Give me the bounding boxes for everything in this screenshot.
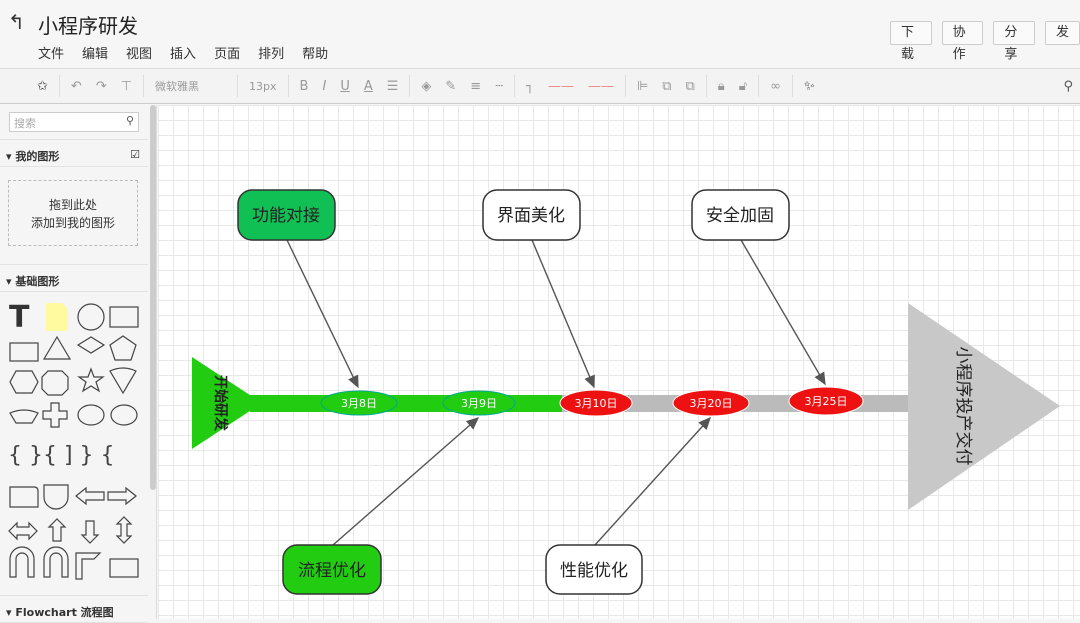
format-painter-icon[interactable]: ⊤ <box>120 78 133 94</box>
bring-front-icon[interactable]: ⧉ <box>662 78 672 94</box>
underline-button[interactable]: U <box>340 78 350 94</box>
milestone-ellipse[interactable] <box>788 386 864 416</box>
task-label: 性能优化 <box>560 561 628 581</box>
link-icon[interactable]: ∞ <box>770 78 781 94</box>
align-icon[interactable]: ☰ <box>386 78 399 94</box>
magic-wand-icon[interactable]: ✨︎ <box>803 78 815 94</box>
menu-arrange[interactable]: 排列 <box>258 47 285 62</box>
menu-page[interactable]: 页面 <box>214 47 241 62</box>
align-left-icon[interactable]: ⊫ <box>636 78 649 94</box>
start-triangle[interactable] <box>192 357 262 449</box>
task-box[interactable] <box>691 189 790 241</box>
milestone-label: 3月20日 <box>690 397 733 410</box>
zoom-search-icon[interactable]: ⚲ <box>1063 78 1073 94</box>
menu-bar: 文件 编辑 视图 插入 页面 排列 帮助 <box>38 43 328 62</box>
shape-sidebar: 搜索⚲ ▾ 我的图形☑ 拖到此处添加到我的图形 ▾ 基础图形 T { }{ ] … <box>0 105 157 623</box>
menu-edit[interactable]: 编辑 <box>82 47 109 62</box>
milestone-ellipse[interactable] <box>442 390 516 416</box>
line-style-icon[interactable]: ┄ <box>495 78 504 94</box>
svg-text:T: T <box>9 300 30 335</box>
connector-icon[interactable]: ┐ <box>526 78 534 94</box>
menu-insert[interactable]: 插入 <box>170 47 197 62</box>
task-label: 界面美化 <box>497 206 565 226</box>
end-arrow-icon[interactable]: —— <box>587 78 614 94</box>
search-icon: ⚲ <box>125 114 134 127</box>
unlock-icon[interactable]: 🔓︎ <box>738 78 748 94</box>
send-back-icon[interactable]: ⧉ <box>685 78 695 94</box>
end-label: 小程序投产交付 <box>953 347 973 466</box>
share-button[interactable]: 分享 <box>993 21 1035 62</box>
basic-shapes-palette[interactable]: T { }{ ] } { <box>6 297 146 587</box>
font-color-button[interactable]: A <box>363 78 373 94</box>
document-title[interactable]: 小程序研发 <box>38 14 138 38</box>
milestone-ellipse[interactable] <box>320 390 398 416</box>
basic-shapes-section[interactable]: ▾ 基础图形 <box>0 264 148 292</box>
download-button[interactable]: 下载 <box>890 21 932 62</box>
milestone-ellipse[interactable] <box>559 389 633 417</box>
task-box[interactable] <box>237 189 336 241</box>
arrow-1 <box>286 239 359 389</box>
collaborate-button[interactable]: 协作 <box>941 21 984 62</box>
milestone-ellipse[interactable] <box>672 389 750 417</box>
task-label: 流程优化 <box>298 561 366 581</box>
task-label: 安全加固 <box>706 206 774 226</box>
start-arrow-icon[interactable]: —— <box>547 78 574 94</box>
task-box[interactable] <box>545 544 643 595</box>
start-label: 开始研发 <box>212 375 229 432</box>
edit-icon[interactable]: ☑ <box>130 148 140 161</box>
publish-button[interactable]: 发 <box>1044 21 1080 45</box>
fill-color-icon[interactable]: ◈ <box>421 78 432 94</box>
task-box[interactable] <box>282 544 382 595</box>
milestone-label: 3月25日 <box>805 395 848 408</box>
bold-button[interactable]: B <box>299 78 309 94</box>
my-shapes-section[interactable]: ▾ 我的图形☑ <box>0 139 148 167</box>
italic-button[interactable]: I <box>322 78 327 94</box>
menu-view[interactable]: 视图 <box>126 47 153 62</box>
milestone-label: 3月10日 <box>575 397 618 410</box>
menu-file[interactable]: 文件 <box>38 47 65 62</box>
arrow-4 <box>332 417 480 546</box>
milestone-label: 3月8日 <box>341 397 377 410</box>
arrow-3 <box>740 239 826 386</box>
redo-icon[interactable]: ↷ <box>95 78 107 94</box>
lock-icon[interactable]: 🔒︎ <box>717 78 725 94</box>
end-triangle[interactable] <box>908 303 1060 510</box>
sidebar-scrollbar[interactable] <box>150 105 156 490</box>
task-label: 功能对接 <box>252 206 320 226</box>
font-family-select[interactable]: 微软雅黑 <box>155 80 200 93</box>
font-size-select[interactable]: 13px <box>249 79 277 93</box>
shape-search-input[interactable]: 搜索⚲ <box>9 112 139 132</box>
arrow-2 <box>531 239 595 389</box>
line-color-icon[interactable]: ✎ <box>445 78 457 94</box>
back-arrow-icon[interactable]: ↰ <box>8 10 25 34</box>
drop-zone: 拖到此处添加到我的图形 <box>8 180 138 246</box>
milestone-label: 3月9日 <box>461 397 497 410</box>
line-width-icon[interactable]: ≡ <box>470 78 482 94</box>
toolbar: ✩ ↶ ↷ ⊤ 微软雅黑 13px B I U A ☰ ◈ ✎ ≡ ┄ ┐ ——… <box>0 68 1080 104</box>
style-icon[interactable]: ✩ <box>37 78 48 94</box>
task-box[interactable] <box>482 189 581 241</box>
svg-text:{ }{ ] } {: { }{ ] } { <box>8 443 115 468</box>
arrow-5 <box>594 416 711 546</box>
header: ↰ 小程序研发 文件 编辑 视图 插入 页面 排列 帮助 下载 协作 分享 发 <box>0 0 1080 68</box>
undo-icon[interactable]: ↶ <box>70 78 82 94</box>
menu-help[interactable]: 帮助 <box>302 47 329 62</box>
